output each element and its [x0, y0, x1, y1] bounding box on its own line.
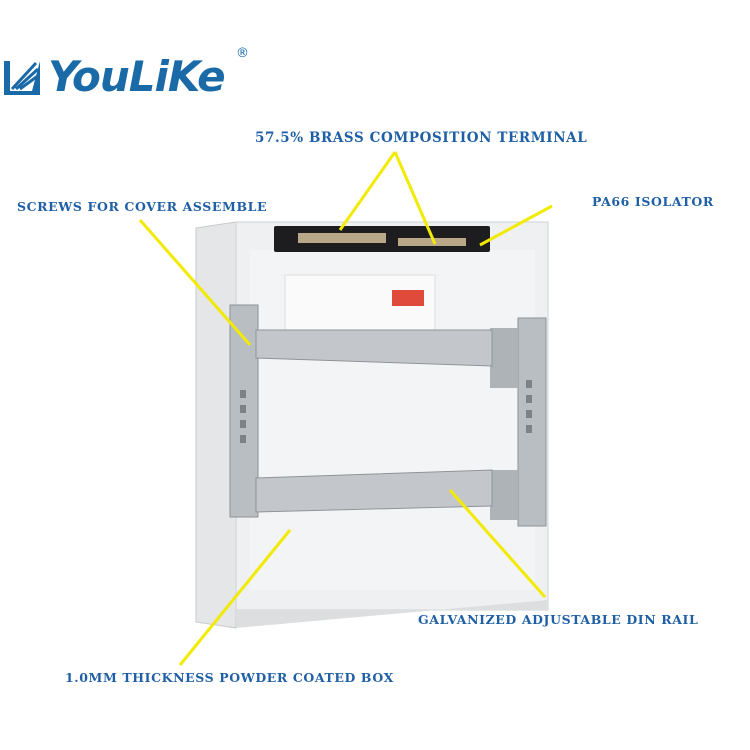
brand-name: YouLiKe	[48, 52, 226, 101]
label-cover-screws: SCREWS FOR COVER ASSEMBLE	[17, 199, 268, 214]
box-bottom	[236, 600, 548, 628]
pointer-lines	[138, 151, 553, 666]
brand-logo: YouLiKe	[2, 52, 226, 101]
label-pa66-isolator: PA66 ISOLATOR	[592, 194, 714, 209]
registered-mark: ®	[236, 46, 249, 61]
din-rail-top	[255, 329, 493, 367]
label-din-rail: GALVANIZED ADJUSTABLE DIN RAIL	[418, 612, 699, 627]
din-rail-bottom	[255, 469, 493, 513]
logo-mark-icon	[4, 60, 40, 95]
terminal-screws	[298, 233, 466, 246]
label-brass-terminal: 57.5% BRASS COMPOSITION TERMINAL	[255, 130, 588, 146]
bracket-right	[517, 317, 547, 527]
label-powder-coated-box: 1.0MM THICKNESS POWDER COATED BOX	[65, 670, 394, 685]
